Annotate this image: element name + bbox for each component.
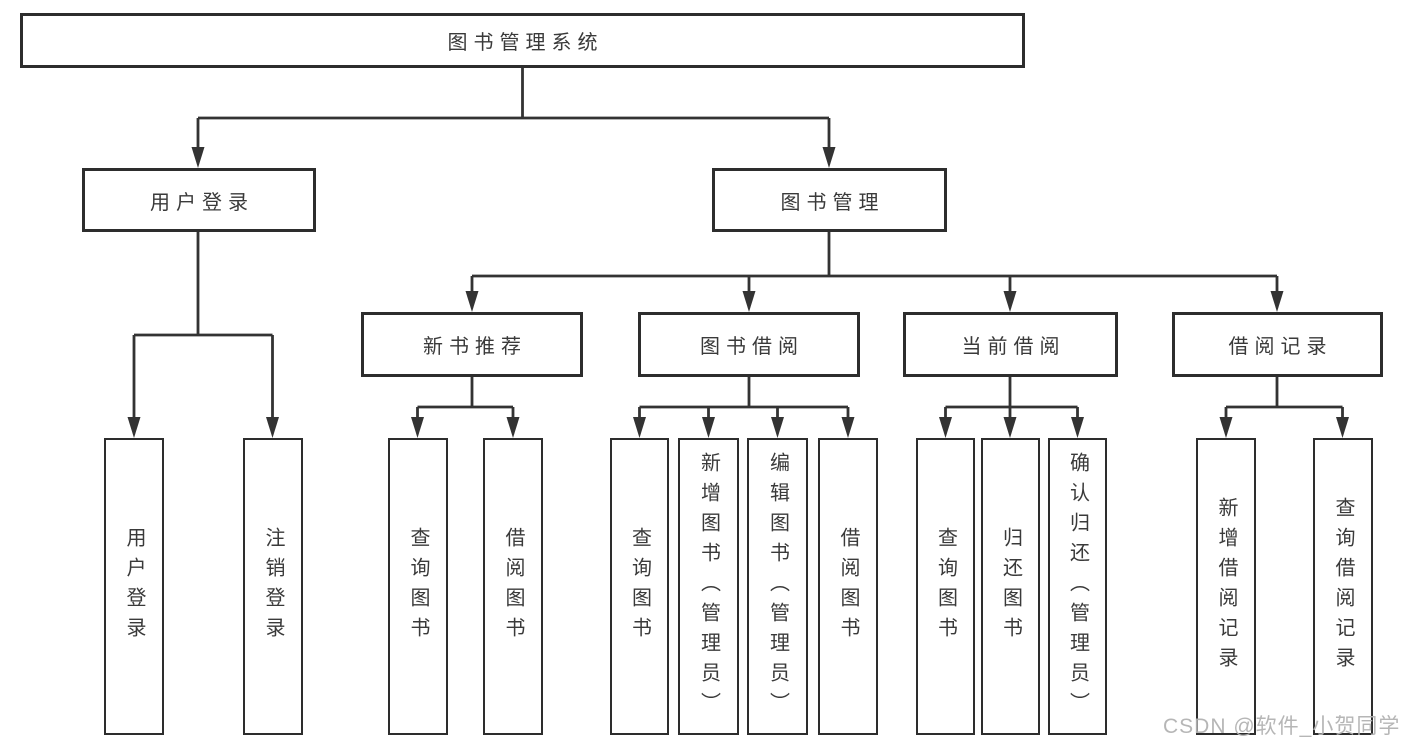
arrowheads-group xyxy=(127,147,1349,438)
leaf-label: 注销登录 xyxy=(262,526,284,647)
leaf-label: 新增图书（管理员） xyxy=(697,451,720,722)
arrow-down-icon xyxy=(742,291,756,312)
leaf-add-book-admin: 新增图书（管理员） xyxy=(678,438,739,735)
arrow-down-icon xyxy=(266,417,279,438)
leaf-label: 归还图书 xyxy=(999,526,1022,647)
arrow-down-icon xyxy=(702,417,715,438)
connector-root-to-level2 xyxy=(196,68,831,149)
arrow-down-icon xyxy=(771,417,784,438)
arrow-down-icon xyxy=(633,417,646,438)
leaf-add-borrow-record: 新增借阅记录 xyxy=(1196,438,1256,735)
arrow-down-icon xyxy=(1270,291,1284,312)
connector-bookmgmt-to-level3 xyxy=(470,232,1279,293)
arrow-down-icon xyxy=(822,147,836,168)
node-new-book-recommend: 新书推荐 xyxy=(361,312,583,377)
leaf-query-book-borrow: 查询图书 xyxy=(610,438,669,735)
node-borrow-record: 借阅记录 xyxy=(1172,312,1383,377)
arrow-down-icon xyxy=(1071,417,1084,438)
node-current-borrow: 当前借阅 xyxy=(903,312,1118,377)
leaf-label: 确认归还（管理员） xyxy=(1066,451,1089,722)
leaf-label: 查询图书 xyxy=(407,526,429,647)
node-book-borrow: 图书借阅 xyxy=(638,312,860,377)
leaf-logout: 注销登录 xyxy=(243,438,303,735)
leaf-label: 借阅图书 xyxy=(502,526,524,647)
arrow-down-icon xyxy=(191,147,205,168)
connector-userlogin-to-leaves xyxy=(132,232,274,419)
leaf-label: 新增借阅记录 xyxy=(1215,496,1237,677)
leaf-user-login: 用户登录 xyxy=(104,438,164,735)
arrow-down-icon xyxy=(411,417,424,438)
connector-borrow-to-leaves xyxy=(638,377,850,419)
csdn-watermark: CSDN @软件_小贺同学 xyxy=(1163,715,1401,738)
leaf-borrow-book-newbook: 借阅图书 xyxy=(483,438,543,735)
node-book-management: 图书管理 xyxy=(712,168,947,232)
leaf-borrow-book: 借阅图书 xyxy=(818,438,878,735)
arrow-down-icon xyxy=(939,417,952,438)
connector-newbook-to-leaves xyxy=(416,377,515,419)
leaf-label: 查询图书 xyxy=(934,526,957,647)
connector-record-to-leaves xyxy=(1224,377,1344,419)
leaf-query-book-current: 查询图书 xyxy=(916,438,975,735)
arrow-down-icon xyxy=(841,417,855,438)
leaf-label: 用户登录 xyxy=(123,526,145,647)
leaf-label: 编辑图书（管理员） xyxy=(766,451,789,722)
node-library-system-root: 图书管理系统 xyxy=(20,13,1025,68)
arrow-down-icon xyxy=(1219,417,1233,438)
leaf-confirm-return-admin: 确认归还（管理员） xyxy=(1048,438,1107,735)
leaf-label: 查询图书 xyxy=(628,526,651,647)
connector-current-to-leaves xyxy=(944,377,1079,419)
arrow-down-icon xyxy=(127,417,141,438)
node-user-login: 用户登录 xyxy=(82,168,316,232)
arrow-down-icon xyxy=(1336,417,1349,438)
arrow-down-icon xyxy=(506,417,520,438)
leaf-label: 查询借阅记录 xyxy=(1332,496,1354,677)
arrow-down-icon xyxy=(1003,291,1017,312)
leaf-edit-book-admin: 编辑图书（管理员） xyxy=(747,438,808,735)
arrow-down-icon xyxy=(1003,417,1017,438)
leaf-query-borrow-record: 查询借阅记录 xyxy=(1313,438,1373,735)
leaf-query-book-newbook: 查询图书 xyxy=(388,438,448,735)
leaf-return-book: 归还图书 xyxy=(981,438,1040,735)
arrow-down-icon xyxy=(465,291,479,312)
leaf-label: 借阅图书 xyxy=(837,526,859,647)
